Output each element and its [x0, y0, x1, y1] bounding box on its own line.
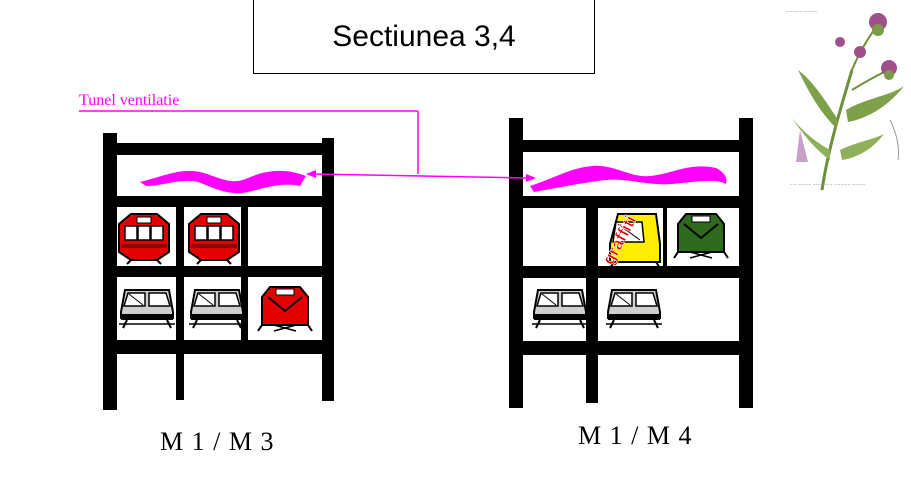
connector-arrow-left: [306, 170, 316, 178]
locomotive-icon: [673, 213, 729, 259]
train-front-icon: [188, 289, 246, 329]
rack-left-label: M 1 / M 3: [160, 427, 275, 456]
train-front-icon: [188, 213, 240, 265]
rack-left: [103, 133, 334, 410]
tunnel-connector: [79, 110, 531, 179]
train-front-icon-graffiti: [609, 213, 661, 269]
rack-right-label: M 1 / M 4: [578, 421, 693, 450]
rack-right: [509, 118, 753, 408]
train-front-icon: [605, 289, 663, 329]
svg-text:~~~~~ ~~~~: ~~~~~ ~~~~: [786, 9, 817, 14]
locomotive-icon: [257, 286, 313, 332]
connector-arrow-right: [526, 174, 536, 182]
thistle-illustration-icon: ~~~~~ ~~~~ ~~ ~~~~ ~~~~~~ ~~~~~ ~~~~: [781, 0, 911, 196]
train-front-icon: [118, 213, 170, 265]
train-front-icon: [531, 289, 589, 329]
svg-text:~~ ~~~~ ~~~~~~ ~~~~~ ~~~~: ~~ ~~~~ ~~~~~~ ~~~~~ ~~~~: [790, 182, 865, 187]
tunnel-squiggle-left: [140, 170, 306, 194]
tunnel-label: Tunel ventilatie: [79, 92, 180, 109]
train-front-icon: [118, 289, 176, 329]
tunnel-squiggle-right: [530, 165, 727, 192]
section-title: Sectiunea 3,4: [332, 19, 516, 53]
section-title-box: Sectiunea 3,4: [253, 0, 595, 74]
